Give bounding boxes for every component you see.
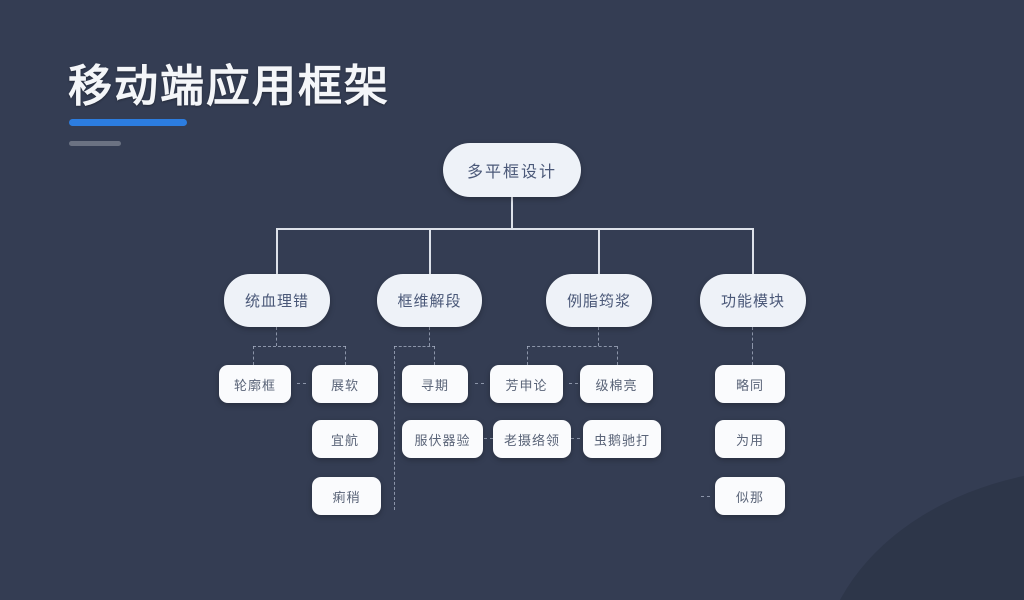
dashed-drop-g3-a <box>527 346 528 365</box>
connector-drop-branch-1 <box>276 228 278 275</box>
leaf-node-label: 芳申论 <box>505 377 548 393</box>
connector-drop-branch-2 <box>429 228 431 275</box>
dashed-stub-branch-3 <box>598 327 599 346</box>
dashed-stub-branch-4 <box>752 327 753 346</box>
leaf-node-label: 级棉亮 <box>595 377 638 393</box>
dashed-drop-g4-a <box>752 346 753 365</box>
leaf-node-label: 宜航 <box>330 432 359 448</box>
title-accent-bar <box>69 119 187 126</box>
leaf-node-label: 服伏器验 <box>414 432 471 448</box>
leaf-node-label: 为用 <box>735 432 764 448</box>
leaf-node: 轮廓框 <box>219 365 291 403</box>
root-node-label: 多平框设计 <box>466 164 557 181</box>
branch-node-label: 统血理错 <box>244 293 309 310</box>
leaf-node-label: 轮廓框 <box>233 377 276 393</box>
dashed-drop-g2-a <box>434 346 435 365</box>
leaf-node-label: 寻期 <box>420 377 449 393</box>
dashed-dot <box>571 438 580 439</box>
dashed-dot <box>475 383 484 384</box>
dashed-dot <box>569 383 578 384</box>
leaf-node: 展软 <box>312 365 378 403</box>
corner-wave-decoration <box>820 468 1024 600</box>
leaf-node: 为用 <box>715 420 785 458</box>
dashed-drop-g3-b <box>617 346 618 365</box>
leaf-node-label: 略同 <box>735 377 764 393</box>
dashed-stub-branch-2 <box>429 327 430 346</box>
leaf-node: 老摄络领 <box>493 420 571 458</box>
page-title: 移动端应用框架 <box>68 62 390 111</box>
dashed-drop-g1-a <box>253 346 254 365</box>
branch-node-label: 功能模块 <box>720 293 785 310</box>
leaf-node: 服伏器验 <box>402 420 483 458</box>
leaf-node: 略同 <box>715 365 785 403</box>
leaf-node: 级棉亮 <box>580 365 653 403</box>
branch-node-label: 框维解段 <box>397 293 462 310</box>
branch-node-3: 例脂筠浆 <box>546 274 652 327</box>
leaf-node: 痢稍 <box>312 477 381 515</box>
dashed-drop-g1-b <box>345 346 346 365</box>
title-muted-bar <box>69 141 121 146</box>
dashed-dot <box>297 383 306 384</box>
diagram-root-node: 多平框设计 <box>443 143 581 197</box>
connector-drop-branch-3 <box>598 228 600 275</box>
dashed-rail-branch-1 <box>253 346 346 347</box>
dashed-rail-branch-2 <box>394 346 435 347</box>
leaf-node: 芳申论 <box>490 365 563 403</box>
dashed-drop-g2-left <box>394 346 395 510</box>
dashed-stub-branch-1 <box>276 327 277 346</box>
connector-branch-rail <box>276 228 754 230</box>
branch-node-1: 统血理错 <box>224 274 330 327</box>
leaf-node: 宜航 <box>312 420 378 458</box>
dashed-dot <box>484 438 493 439</box>
leaf-node-label: 虫鹅驰打 <box>593 432 650 448</box>
branch-node-4: 功能模块 <box>700 274 806 327</box>
leaf-node: 寻期 <box>402 365 468 403</box>
connector-drop-branch-4 <box>752 228 754 275</box>
dashed-rail-branch-3 <box>527 346 617 347</box>
branch-node-2: 框维解段 <box>377 274 482 327</box>
leaf-node: 虫鹅驰打 <box>583 420 661 458</box>
leaf-node-label: 老摄络领 <box>503 432 560 448</box>
dashed-dot <box>701 496 710 497</box>
branch-node-label: 例脂筠浆 <box>566 293 631 310</box>
leaf-node-label: 似那 <box>735 489 764 505</box>
leaf-node-label: 展软 <box>330 377 359 393</box>
leaf-node: 似那 <box>715 477 785 515</box>
leaf-node-label: 痢稍 <box>332 489 361 505</box>
connector-root-stub <box>511 196 513 229</box>
